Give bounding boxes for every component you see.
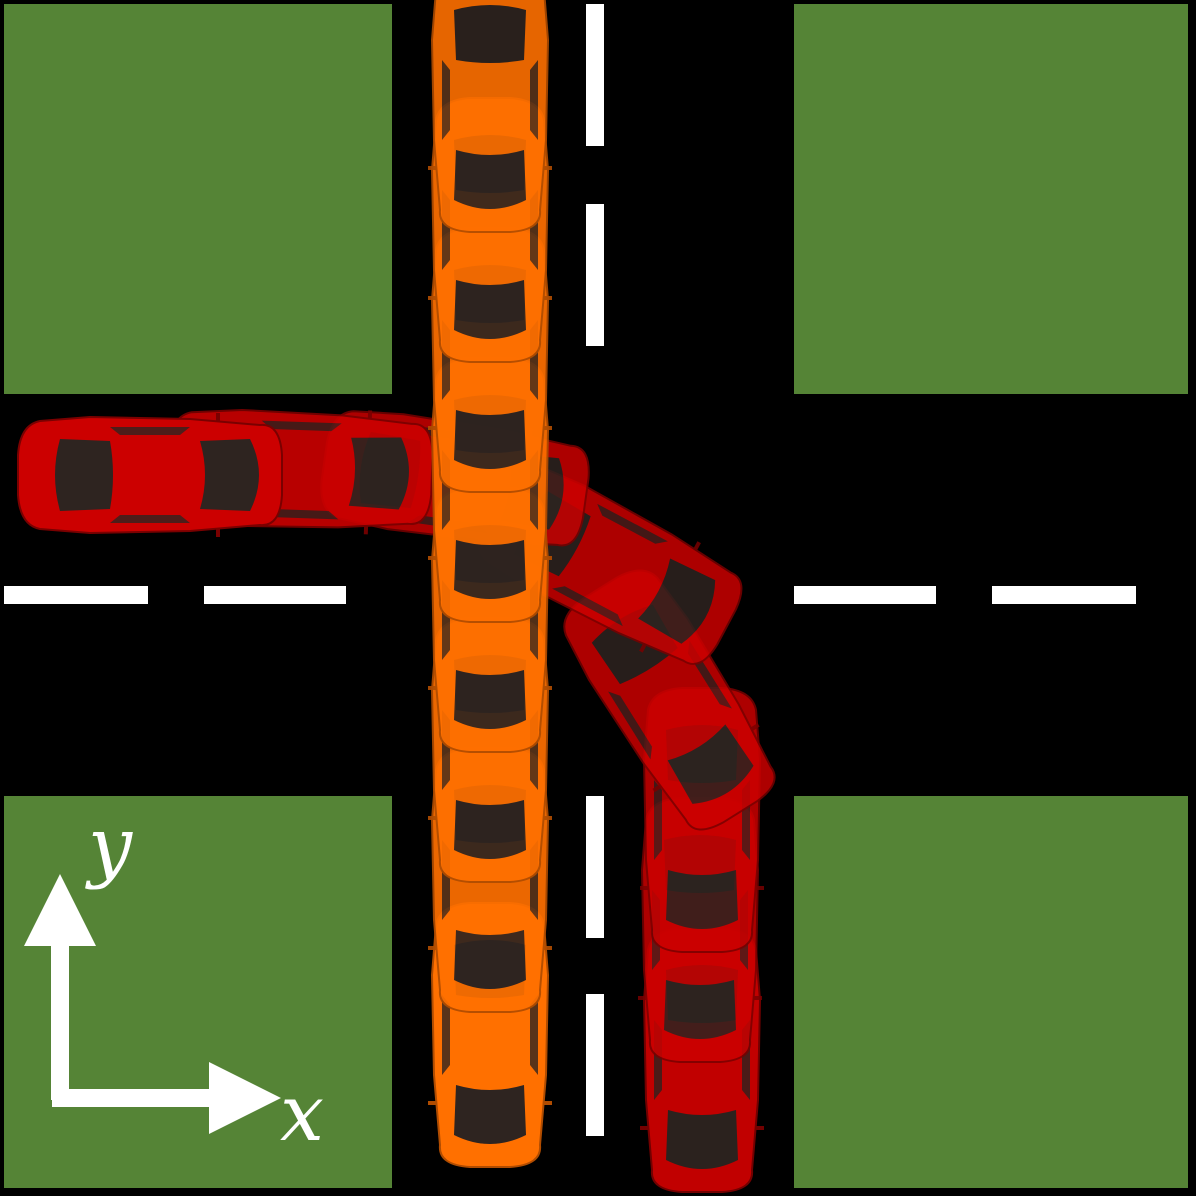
lane-dash bbox=[992, 586, 1136, 604]
lane-markings-horizontal bbox=[4, 586, 1136, 604]
lane-dash bbox=[586, 204, 604, 346]
grass-bottom-right bbox=[794, 796, 1188, 1188]
lane-dash bbox=[586, 4, 604, 146]
lane-dash bbox=[586, 796, 604, 938]
lane-dash bbox=[204, 586, 346, 604]
axes-indicator: y x bbox=[24, 801, 324, 1159]
lane-dash bbox=[794, 586, 936, 604]
grass-top-right bbox=[794, 4, 1188, 394]
lane-dash bbox=[586, 994, 604, 1136]
lane-markings-vertical bbox=[586, 4, 604, 1136]
y-axis-label: y bbox=[85, 801, 133, 891]
orange-car-step bbox=[427, 0, 553, 233]
grass-top-left bbox=[4, 4, 392, 394]
red-car-step bbox=[17, 412, 283, 538]
orange-car-trajectory bbox=[427, 0, 553, 1168]
lane-dash bbox=[4, 586, 148, 604]
x-axis-label: x bbox=[280, 1069, 324, 1159]
